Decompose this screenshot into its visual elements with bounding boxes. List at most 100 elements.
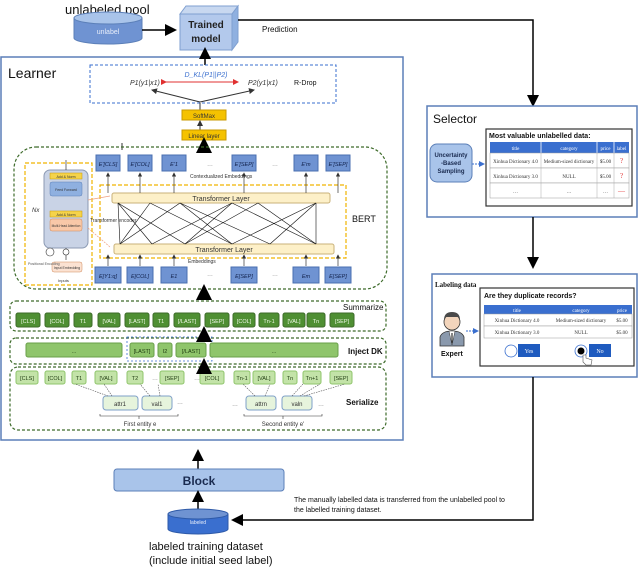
labeling-table-cell: $5.00 [616, 331, 628, 336]
input-embedding: Input Embedding [54, 266, 81, 270]
unlabeled-pool-cylinder[interactable]: unlabel [73, 11, 143, 45]
yes-button[interactable] [518, 344, 540, 357]
softmax-label: SoftMax [193, 114, 215, 120]
output-embedding-label: E'[SEP] [329, 162, 348, 168]
ellipsis: … [272, 162, 278, 168]
output-embedding-label: E'[COL] [130, 162, 150, 168]
serialize-token[interactable] [252, 370, 276, 385]
selector-table-cell: — [617, 187, 626, 195]
summarize-token[interactable] [173, 312, 201, 328]
serialize-token[interactable] [94, 370, 118, 385]
transformer-layer-bottom[interactable] [113, 243, 335, 255]
labeling-table-cell: Medium-sized dictionary [556, 319, 607, 324]
summarize-token[interactable] [73, 312, 93, 328]
summarize-token[interactable] [44, 312, 70, 328]
summarize-token-label: [VAL] [287, 319, 301, 325]
labeled-dataset-cylinder[interactable]: labeled [167, 508, 229, 535]
output-embedding-token[interactable] [127, 154, 153, 172]
block-label: Block [183, 474, 216, 488]
serialize-token-label: Tn [287, 376, 293, 382]
summarize-token[interactable] [232, 312, 256, 328]
attr1-text: attr1 [114, 402, 127, 408]
summarize-token[interactable] [329, 312, 355, 328]
output-embedding-token[interactable] [95, 154, 121, 172]
input-embedding-token[interactable] [94, 266, 122, 284]
output-embedding-token[interactable] [293, 154, 319, 172]
serialize-token[interactable] [329, 370, 353, 385]
valn-text: valn [291, 402, 302, 408]
labeling-header-cell: category [572, 309, 590, 314]
dots-1: … [177, 400, 183, 406]
serialize-token[interactable] [199, 370, 225, 385]
transformer-layer-top[interactable] [111, 192, 331, 204]
serialize-token[interactable] [15, 370, 39, 385]
output-embedding-label: E'1 [170, 162, 178, 168]
labeling-table-row[interactable] [483, 325, 633, 339]
output-embedding-token[interactable] [325, 154, 351, 172]
uncertainty-sampling-box[interactable] [429, 143, 473, 183]
labeling-table-cell: $5.00 [616, 319, 628, 324]
inject-dk-label: Inject DK [348, 347, 383, 356]
input-embedding-token[interactable] [126, 266, 154, 284]
summarize-token[interactable] [306, 312, 326, 328]
serialize-token[interactable] [126, 370, 144, 385]
serialize-token[interactable] [282, 370, 298, 385]
summarize-token-label: [COL] [237, 319, 252, 325]
serialize-token-label: [VAL] [257, 376, 271, 382]
encoder-detail-frame [24, 162, 93, 286]
input-embedding-token[interactable] [230, 266, 258, 284]
input-embedding-token[interactable] [160, 266, 188, 284]
input-embedding-token[interactable] [292, 266, 320, 284]
summarize-token[interactable] [204, 312, 230, 328]
transformer-layer-bottom-label: Transformer Layer [195, 247, 253, 254]
inject-token[interactable] [175, 342, 207, 358]
inject-token[interactable] [209, 342, 339, 358]
summarize-token-label: [CLS] [21, 319, 35, 325]
inject-token[interactable] [129, 342, 155, 358]
cursor-hand-icon [582, 354, 593, 366]
input-embedding-label: E[Y1:q] [99, 274, 118, 280]
serialize-token-label: [SEP] [165, 376, 180, 382]
softmax-layer[interactable] [181, 109, 227, 121]
add-norm-mid: Add & Norm [56, 213, 75, 217]
trained-model-label-2: model [191, 34, 221, 45]
dataset-label-1: labeled training dataset [149, 541, 263, 553]
summarize-token[interactable] [152, 312, 170, 328]
selector-table-cell: Xinhua Dictionary 3.0 [493, 175, 538, 180]
inject-token[interactable] [157, 342, 173, 358]
selector-table-header [490, 142, 629, 153]
p2-label: P2(y1|x1) [248, 80, 278, 87]
output-embedding-token[interactable] [231, 154, 257, 172]
serialize-token[interactable] [233, 370, 251, 385]
summarize-token[interactable] [258, 312, 280, 328]
summarize-token[interactable] [97, 312, 121, 328]
attention-line [151, 202, 233, 245]
serialize-token[interactable] [44, 370, 66, 385]
selector-table-cell: … [567, 190, 572, 195]
learner-title: Learner [8, 65, 57, 81]
input-embedding-label: E[SEP] [235, 274, 253, 280]
trained-model-box[interactable]: Trained model [179, 4, 239, 52]
val1-box [141, 395, 173, 411]
yes-radio[interactable] [504, 344, 518, 358]
selector-table-cell: $5.00 [600, 175, 612, 180]
summarize-token[interactable] [15, 312, 41, 328]
selector-table-cell: $5.00 [600, 160, 612, 165]
summarize-token[interactable] [124, 312, 150, 328]
attention-line [179, 202, 233, 245]
summarize-token[interactable] [282, 312, 306, 328]
no-label: No [596, 349, 603, 355]
output-embedding-token[interactable] [161, 154, 187, 172]
serialize-token[interactable] [302, 370, 322, 385]
attention-line [119, 202, 151, 245]
serialize-token[interactable] [159, 370, 185, 385]
unlabel-text: unlabel [97, 29, 120, 36]
summarize-token-label: [SEP] [210, 319, 225, 325]
labeling-question: Are they duplicate records? [484, 293, 577, 300]
attention-line [184, 202, 233, 245]
selector-table-row[interactable] [489, 182, 630, 199]
input-embedding-token[interactable] [324, 266, 352, 284]
inject-token[interactable] [25, 342, 123, 358]
no-button[interactable] [589, 344, 611, 357]
serialize-token[interactable] [71, 370, 87, 385]
